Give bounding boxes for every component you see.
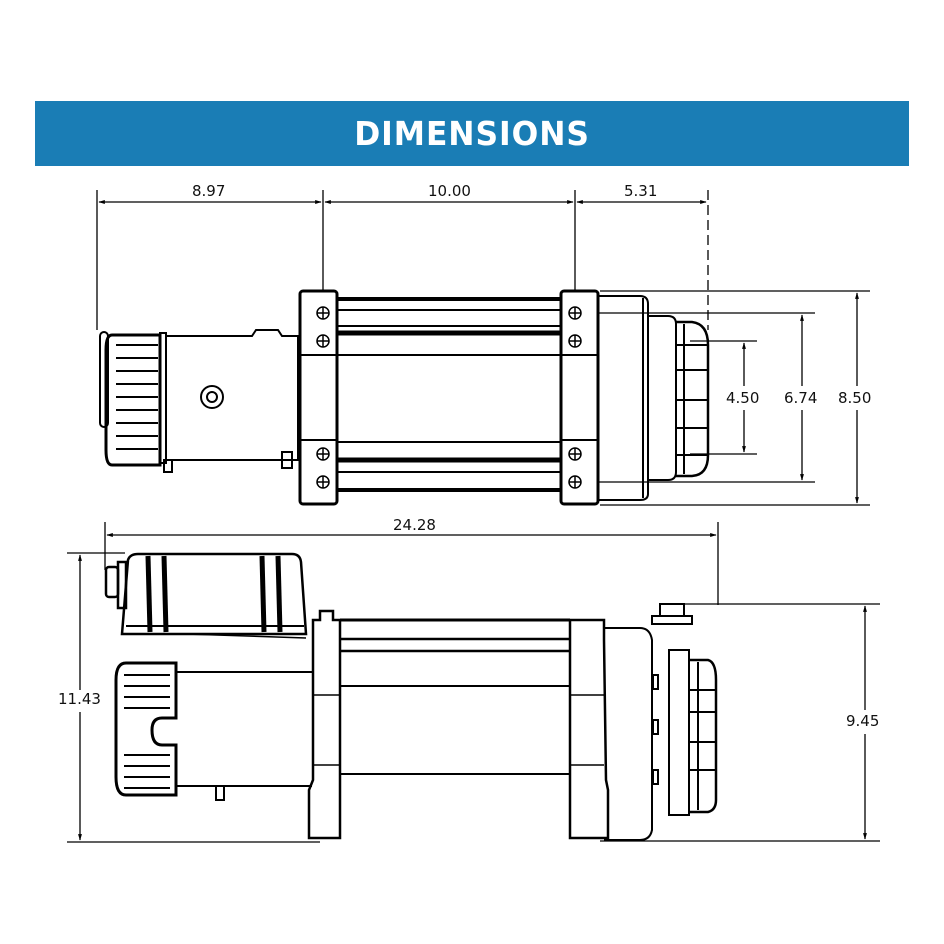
- dim-label-overall-depth: 8.50: [836, 389, 874, 407]
- gearbox-top: [598, 295, 710, 501]
- dim-label-overall-height: 11.43: [56, 690, 103, 708]
- motor-side: [114, 661, 312, 801]
- dim-label-drum-span: 10.00: [426, 182, 473, 200]
- dim-label-bolt-pattern-outer: 6.74: [782, 389, 820, 407]
- dim-label-motor-length: 8.97: [190, 182, 228, 200]
- drum-side: [307, 609, 610, 840]
- drum-top: [298, 289, 600, 506]
- gearbox-side: [604, 603, 718, 841]
- dim-label-bolt-pattern-inner: 4.50: [724, 389, 762, 407]
- top-vertical-dimension-lines: [598, 290, 870, 506]
- top-dimension-lines: [96, 190, 709, 330]
- dim-label-gearbox-length: 5.31: [622, 182, 660, 200]
- top-view: [96, 190, 870, 506]
- control-box-side: [104, 552, 308, 639]
- mounting-bolt-holes: [316, 306, 582, 489]
- dimensions-banner: DIMENSIONS: [35, 101, 909, 166]
- dim-label-height-without-box: 9.45: [844, 712, 882, 730]
- dim-label-overall-length: 24.28: [391, 516, 438, 534]
- motor-top: [99, 329, 299, 473]
- banner-title: DIMENSIONS: [354, 114, 590, 153]
- side-view: [67, 522, 880, 843]
